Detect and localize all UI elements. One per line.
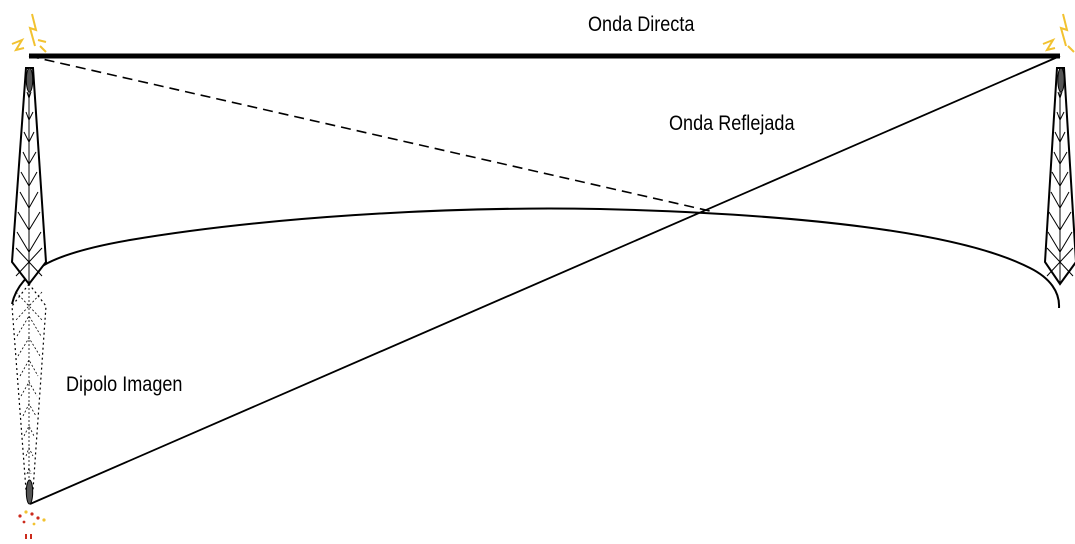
earth-surface-curve (11, 207, 1061, 309)
image-dipole-label: Dipolo Imagen (66, 373, 183, 396)
reflected-wave-label: Onda Reflejada (669, 112, 795, 135)
transmitter-tower (10, 67, 48, 286)
image-dipole-tower (11, 283, 47, 505)
direct-wave-label: Onda Directa (588, 13, 695, 36)
receiver-tower (1043, 67, 1075, 286)
reflected-wave-line (29, 55, 1061, 505)
transmitter-spark-icon (11, 13, 47, 53)
receiver-spark-icon (1042, 13, 1075, 53)
incident-wave-dashed-line (28, 55, 711, 212)
image-spark-icon (18, 510, 46, 539)
